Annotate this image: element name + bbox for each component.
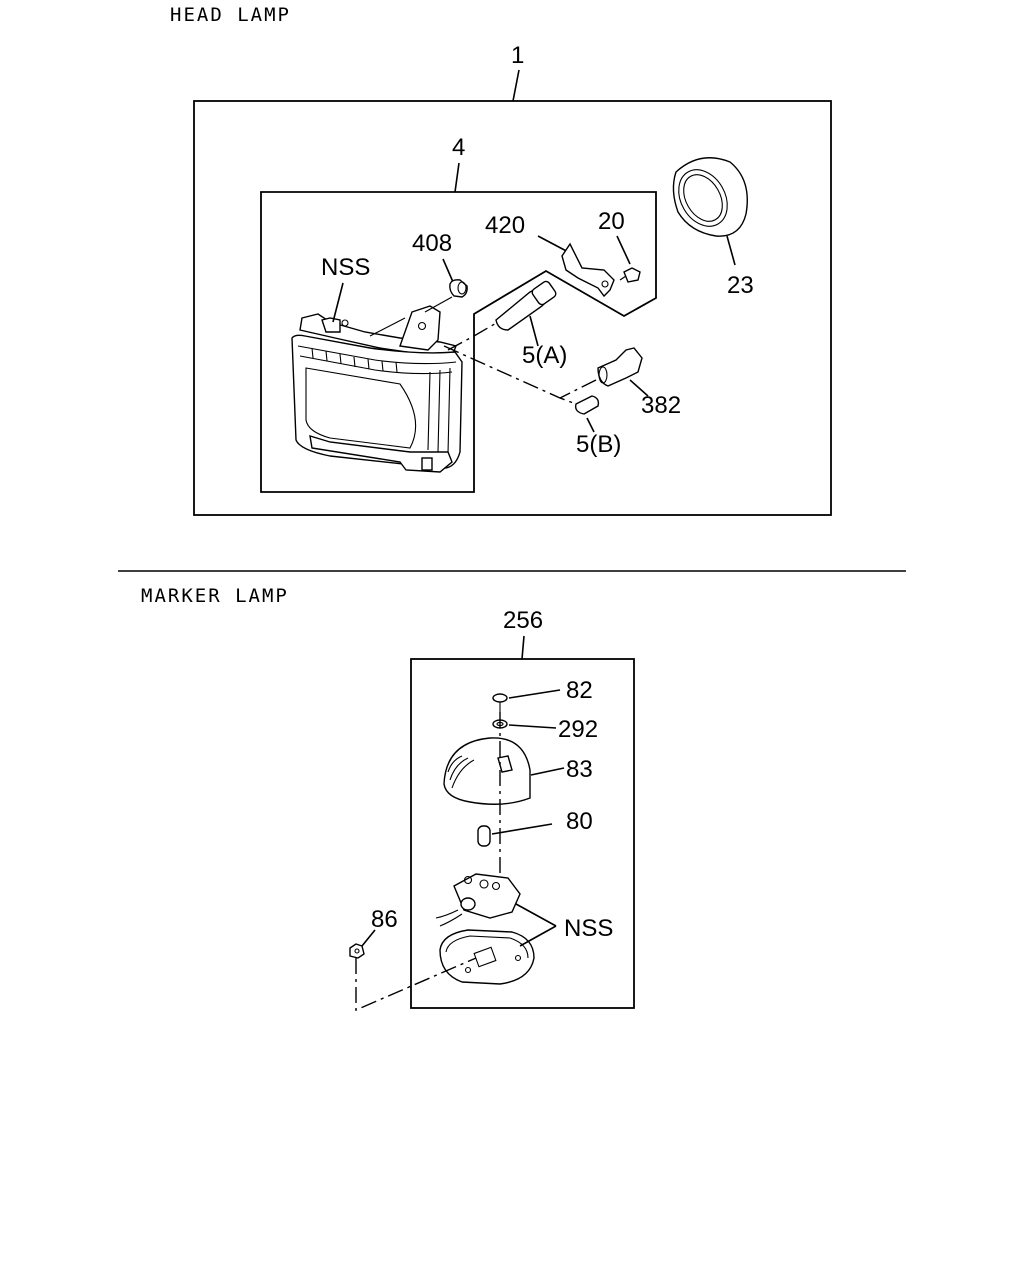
callout-1: 1	[511, 42, 524, 69]
lamp-socket	[435, 873, 521, 927]
callout-nss-head: NSS	[321, 254, 370, 281]
base-plate	[439, 929, 535, 985]
head-lamp-assembly-frame	[193, 100, 832, 516]
callout-256: 256	[503, 607, 543, 634]
bulb-5b	[574, 395, 600, 415]
leader-nss-head	[332, 282, 344, 323]
callout-5b: 5(B)	[576, 431, 621, 458]
nut-86	[349, 943, 365, 959]
callout-4: 4	[452, 134, 465, 161]
leader-82	[508, 689, 561, 699]
callout-23: 23	[727, 272, 754, 299]
leader-1	[512, 69, 520, 102]
callout-420: 420	[485, 212, 525, 239]
assembly-line-382	[559, 379, 597, 399]
leader-256	[521, 635, 525, 660]
leader-nss-base	[519, 925, 557, 947]
grommet-408	[449, 279, 468, 298]
callout-20: 20	[598, 208, 625, 235]
leader-5b	[586, 417, 595, 433]
leader-86	[361, 929, 376, 947]
leader-20	[616, 235, 631, 265]
marker-lamp-title: MARKER LAMP	[141, 585, 289, 607]
callout-86: 86	[371, 906, 398, 933]
callout-nss-marker: NSS	[564, 915, 613, 942]
bulb-5a	[495, 280, 557, 331]
leader-408-link	[369, 317, 406, 337]
bracket-420	[561, 242, 615, 298]
leader-408	[442, 258, 454, 283]
callout-83: 83	[566, 756, 593, 783]
head-lamp-unit-frame	[260, 191, 657, 493]
callout-80: 80	[566, 808, 593, 835]
ring-23	[672, 157, 748, 237]
callout-408: 408	[412, 230, 452, 257]
bulb-80	[477, 825, 491, 847]
assembly-line-86	[355, 957, 477, 1012]
marker-lamp-assembly-frame	[410, 658, 635, 1009]
callout-292: 292	[558, 716, 598, 743]
lens-83	[443, 737, 531, 805]
screw-20	[619, 267, 641, 283]
leader-408-assembly	[424, 296, 453, 313]
leader-5a	[529, 315, 539, 347]
leader-382	[629, 379, 649, 397]
leader-23	[726, 235, 736, 266]
screw-82	[492, 693, 508, 712]
leader-292	[508, 724, 557, 729]
callout-5a: 5(A)	[522, 342, 567, 369]
socket-382	[597, 347, 643, 387]
leader-80	[491, 823, 553, 835]
leader-nss-socket	[515, 903, 557, 927]
leader-4	[454, 162, 460, 193]
head-lamp-housing	[291, 305, 463, 473]
callout-382: 382	[641, 392, 681, 419]
leader-83	[530, 767, 565, 776]
assembly-line-5a	[447, 321, 499, 351]
callout-82: 82	[566, 677, 593, 704]
head-lamp-title: HEAD LAMP	[170, 4, 291, 26]
